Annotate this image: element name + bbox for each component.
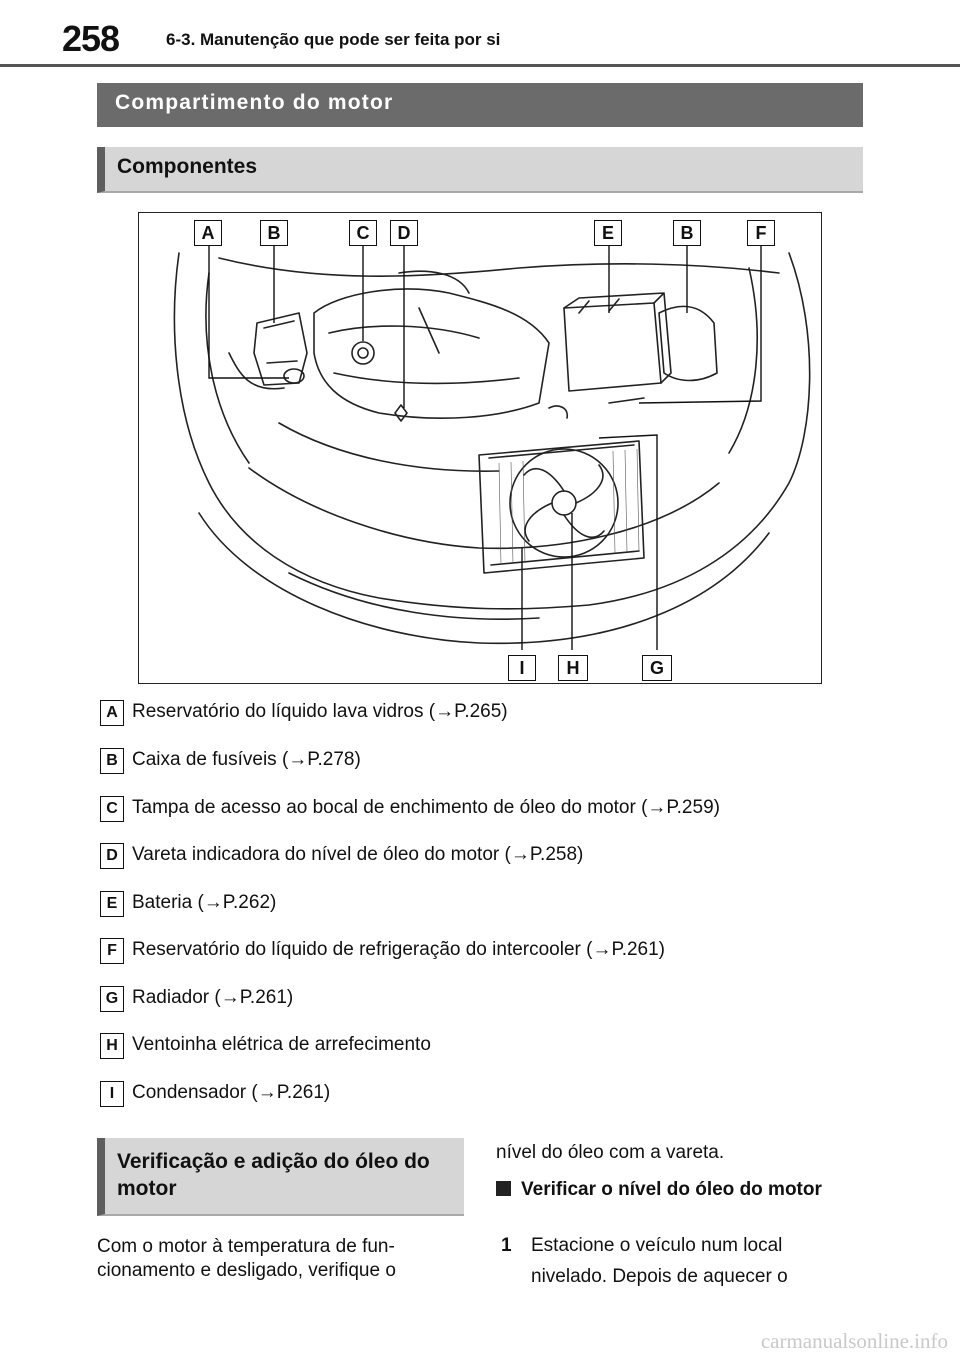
- subsection-oil-heading: Verificação e adição do óleo do motor: [97, 1138, 464, 1216]
- page-number: 258: [62, 18, 120, 59]
- callout-b-left: B: [260, 220, 288, 246]
- legend-badge: A: [100, 700, 124, 726]
- engine-illustration: [173, 245, 811, 650]
- bullet-heading-text: Verificar o nível do óleo do motor: [521, 1179, 822, 1200]
- legend-badge: E: [100, 891, 124, 917]
- legend-badge: H: [100, 1033, 124, 1059]
- square-bullet-icon: [496, 1181, 511, 1196]
- legend-text: Reservatório do líquido de refrigeração …: [132, 939, 666, 960]
- callout-b-right: B: [673, 220, 701, 246]
- legend-badge: D: [100, 843, 124, 869]
- legend-text: Vareta indicadora do nível de óleo do mo…: [132, 844, 584, 865]
- body-paragraph-right: nível do óleo com a vareta.: [496, 1142, 725, 1163]
- legend-text: Condensador (→P.261): [132, 1082, 331, 1103]
- callout-i: I: [508, 655, 536, 681]
- engine-compartment-figure: A B C D E B F I H G: [138, 212, 822, 684]
- legend-text: Bateria (→P.262): [132, 892, 277, 913]
- callout-h: H: [558, 655, 588, 681]
- callout-c: C: [349, 220, 377, 246]
- legend-badge: C: [100, 796, 124, 822]
- callout-d: D: [390, 220, 418, 246]
- step-number: 1: [501, 1235, 512, 1256]
- legend-text: Radiador (→P.261): [132, 987, 294, 1008]
- callout-e: E: [594, 220, 622, 246]
- watermark: carmanualsonline.info: [760, 1329, 948, 1353]
- legend-badge: F: [100, 938, 124, 964]
- legend-text: Tampa de acesso ao bocal de enchimento d…: [132, 797, 720, 818]
- callout-f: F: [747, 220, 775, 246]
- header-rule: [0, 64, 960, 67]
- step-text: Estacione o veículo num local nivelado. …: [531, 1235, 788, 1287]
- section-title: Compartimento do motor: [97, 83, 863, 127]
- body-paragraph-left: Com o motor à temperatura de fun- cionam…: [97, 1236, 396, 1281]
- subsection-components-heading: Componentes: [97, 147, 863, 193]
- callout-g: G: [642, 655, 672, 681]
- legend-text: Reservatório do líquido lava vidros (→P.…: [132, 701, 508, 722]
- callout-a: A: [194, 220, 222, 246]
- running-head: 6-3. Manutenção que pode ser feita por s…: [166, 30, 501, 49]
- legend-badge: G: [100, 986, 124, 1012]
- legend-badge: B: [100, 748, 124, 774]
- legend-badge: I: [100, 1081, 124, 1107]
- legend-text: Caixa de fusíveis (→P.278): [132, 749, 361, 770]
- legend-text: Ventoinha elétrica de arrefecimento: [132, 1034, 431, 1055]
